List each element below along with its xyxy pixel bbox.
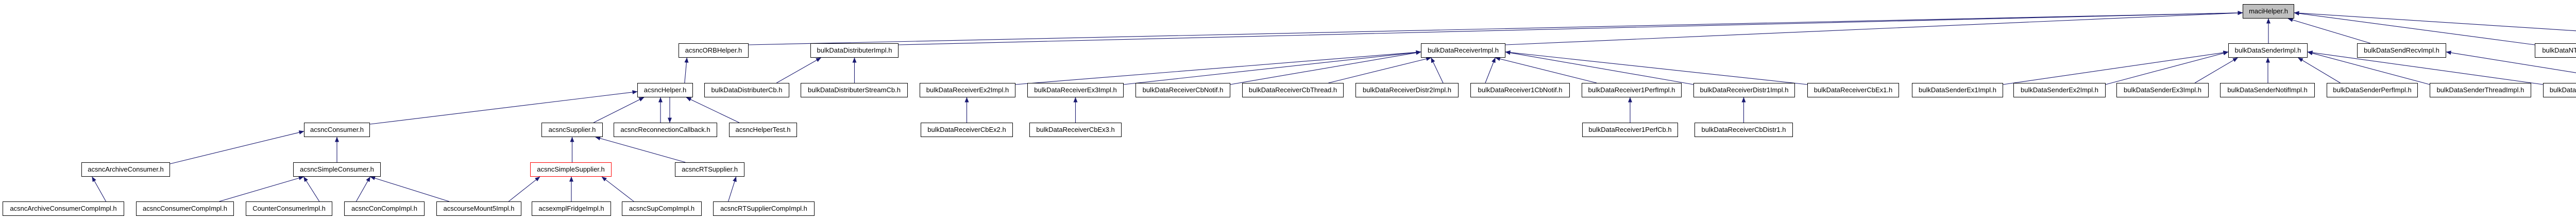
edge-bulkdatasenderthreadimpl-hto-bulkdatasenderimpl-h: [2307, 51, 2430, 85]
edge-bulkdatareceivercbnotif-hto-bulkdatareceiverimpl-h: [1230, 50, 1421, 85]
node-bulkdatareceivercbnotif-h[interactable]: bulkDataReceiverCbNotif.h: [1136, 83, 1230, 97]
node-bulkdatareceivercbex2-h[interactable]: bulkDataReceiverCbEx2.h: [921, 123, 1013, 137]
node-acsncsupplier-h[interactable]: acsncSupplier.h: [541, 123, 603, 137]
node-acsnchelper-h[interactable]: acsncHelper.h: [637, 83, 693, 97]
node-bulkdatasenderex3impl-h[interactable]: bulkDataSenderEx3Impl.h: [2116, 83, 2209, 97]
node-bulkdatasenderex1impl-h[interactable]: bulkDataSenderEx1Impl.h: [1912, 83, 2003, 97]
edge-bulkdatasenderperfimpl-hto-bulkdatasenderimpl-h: [2298, 57, 2341, 83]
edge-acsncarchiveconsumercompimpl-hto-acsncarchiveconsumer-h: [92, 176, 107, 202]
edge-bulkdatasenderex1impl-hto-bulkdatasenderimpl-h: [2003, 50, 2229, 85]
node-bulkdatareceiverdistr1impl-h[interactable]: bulkDataReceiverDistr1Impl.h: [1693, 83, 1795, 97]
edge-bulkdatareceivercbthread-hto-bulkdatareceiverimpl-h: [1328, 57, 1432, 83]
edge-bulkdatantreceiverimpl-hto-macihelper-h: [2294, 11, 2535, 45]
edge-acscoursemount5impl-hto-acsncsimplesupplier-h: [508, 176, 540, 202]
edge-acsnchelper-hto-acsncorbhelper-h: [684, 57, 689, 83]
node-bulkdatareceiverimpl-h[interactable]: bulkDataReceiverImpl.h: [1421, 43, 1505, 58]
edge-bulkdatareceivercbex1-hto-bulkdatareceiverimpl-h: [1505, 50, 1808, 85]
edge-bulkdatareceiverex3impl-hto-bulkdatareceiverimpl-h: [1123, 50, 1421, 85]
node-bulkdatareceivercbex3-h[interactable]: bulkDataReceiverCbEx3.h: [1029, 123, 1122, 137]
edge-bulkdatadistributerimpl-hto-macihelper-h: [898, 11, 2243, 45]
edge-acsncorbhelper-hto-macihelper-h: [748, 11, 2243, 45]
edge-acsncconsumercompimpl-hto-acsncsimpleconsumer-h: [219, 176, 304, 202]
node-counterconsumerimpl-h[interactable]: CounterConsumerImpl.h: [246, 201, 332, 216]
edge-acsncconsumer-hto-acsnchelper-h: [369, 90, 638, 125]
node-acscoursemount5impl-h[interactable]: acscourseMount5Impl.h: [436, 201, 521, 216]
node-acsncreconnectioncallback-h[interactable]: acsncReconnectionCallback.h: [614, 123, 717, 137]
node-bulkdatareceiverdistr2impl-h[interactable]: bulkDataReceiverDistr2Impl.h: [1355, 83, 1459, 97]
edge-bulkdatasenderex2impl-hto-bulkdatasenderimpl-h: [2105, 51, 2229, 85]
node-bulkdatareceiver1perfimpl-h[interactable]: bulkDataReceiver1PerfImpl.h: [1582, 83, 1682, 97]
edge-bulkdatasendrecvimpl-hto-macihelper-h: [2287, 18, 2371, 44]
node-acsncarchiveconsumercompimpl-h[interactable]: acsncArchiveConsumerCompImpl.h: [3, 201, 124, 216]
node-bulkdatadistributerstreamcb-h[interactable]: bulkDataDistributerStreamCb.h: [801, 83, 908, 97]
node-acsncorbhelper-h[interactable]: acsncORBHelper.h: [679, 43, 749, 58]
edge-bulkdatareceiverimpl-hto-macihelper-h: [1505, 11, 2243, 45]
node-bulkdatareceiver1perfcb-h[interactable]: bulkDataReceiver1PerfCb.h: [1582, 123, 1678, 137]
node-bulkdatasenderdistrimpl-h[interactable]: bulkDataSenderDistrImpl.h: [2543, 83, 2576, 97]
edge-acsnchelpertest-hto-acsnchelper-h: [686, 97, 740, 123]
edge-bulkdatantsenderimpl-hto-macihelper-h: [2294, 11, 2576, 31]
edge-bulkdatasenderex3impl-hto-bulkdatasenderimpl-h: [2194, 57, 2238, 83]
edge-bulkdatadistributercb-hto-bulkdatadistributerimpl-h: [776, 57, 821, 83]
node-bulkdatasenderex2impl-h[interactable]: bulkDataSenderEx2Impl.h: [2013, 83, 2106, 97]
edge-bulkdatareceiverdistr1impl-hto-bulkdatareceiverimpl-h: [1505, 50, 1694, 85]
node-bulkdatasendernotifimpl-h[interactable]: bulkDataSenderNotifImpl.h: [2220, 83, 2315, 97]
edge-bulkdatasenderdistrimpl-hto-bulkdatasenderimpl-h: [2307, 50, 2544, 85]
node-acsncsupcompimpl-h[interactable]: acsncSupCompImpl.h: [622, 201, 702, 216]
node-bulkdatasenderthreadimpl-h[interactable]: bulkDataSenderThreadImpl.h: [2430, 83, 2531, 97]
edge-acsncsupplier-hto-acsnchelper-h: [593, 97, 645, 123]
edge-acsncrtsuppliercompimpl-hto-acsncrtsupplier-h: [728, 176, 737, 202]
node-acsnchelpertest-h[interactable]: acsncHelperTest.h: [729, 123, 797, 137]
node-macihelper-h[interactable]: maciHelper.h: [2243, 4, 2294, 19]
node-bulkdatareceiverex3impl-h[interactable]: bulkDataReceiverEx3Impl.h: [1027, 83, 1124, 97]
node-bulkdatasendrecvimpl-h[interactable]: bulkDataSendRecvImpl.h: [2357, 43, 2446, 58]
node-acsncconcompimpl-h[interactable]: acsncConCompImpl.h: [344, 201, 425, 216]
node-bulkdatadistributerimpl-h[interactable]: bulkDataDistributerImpl.h: [810, 43, 899, 58]
node-acsexmplfridgeimpl-h[interactable]: acsexmplFridgeImpl.h: [532, 201, 611, 216]
edge-acsncconcompimpl-hto-acsncsimpleconsumer-h: [355, 176, 371, 202]
edge-counterconsumerimpl-hto-acsncsimpleconsumer-h: [303, 176, 320, 202]
edge-acscoursemount5impl-hto-acsncsimpleconsumer-h: [370, 176, 449, 202]
node-acsncarchiveconsumer-h[interactable]: acsncArchiveConsumer.h: [81, 162, 170, 177]
node-bulkdatareceiver1cbnotif-h[interactable]: bulkDataReceiver1CbNotif.h: [1470, 83, 1570, 97]
node-bulkdatareceiverex2impl-h[interactable]: bulkDataReceiverEx2Impl.h: [920, 83, 1015, 97]
node-acsncrtsupplier-h[interactable]: acsncRTSupplier.h: [675, 162, 744, 177]
node-bulkdatadistributercb-h[interactable]: bulkDataDistributerCb.h: [704, 83, 789, 97]
node-bulkdatasenderperfimpl-h[interactable]: bulkDataSenderPerfImpl.h: [2327, 83, 2418, 97]
node-acsncsimplesupplier-h[interactable]: acsncSimpleSupplier.h: [530, 162, 612, 177]
edge-acsncrtsupplier-hto-acsncsupplier-h: [595, 136, 686, 163]
node-bulkdatasenderimpl-h[interactable]: bulkDataSenderImpl.h: [2228, 43, 2308, 58]
node-bulkdatantreceiverimpl-h[interactable]: bulkDataNTReceiverImpl.h: [2535, 43, 2576, 58]
node-acsncconsumercompimpl-h[interactable]: acsncConsumerCompImpl.h: [136, 201, 234, 216]
node-bulkdatareceivercbex1-h[interactable]: bulkDataReceiverCbEx1.h: [1807, 83, 1899, 97]
node-acsncrtsuppliercompimpl-h[interactable]: acsncRTSupplierCompImpl.h: [713, 201, 815, 216]
edge-acsncarchiveconsumer-hto-acsncconsumer-h: [170, 130, 304, 164]
node-acsncsimpleconsumer-h[interactable]: acsncSimpleConsumer.h: [293, 162, 381, 177]
edge-bulkdatareceiverex2impl-hto-bulkdatareceiverimpl-h: [1015, 50, 1421, 85]
edge-bulkdatasendrecvcb-hto-bulkdatasendrecvimpl-h: [2446, 50, 2576, 73]
node-acsncconsumer-h[interactable]: acsncConsumer.h: [304, 123, 370, 137]
edge-acsncsupcompimpl-hto-acsncsimplesupplier-h: [601, 176, 634, 202]
node-bulkdatareceivercbdistr1-h[interactable]: bulkDataReceiverCbDistr1.h: [1694, 123, 1793, 137]
edge-bulkdatareceiver1cbnotif-hto-bulkdatareceiverimpl-h: [1485, 57, 1496, 83]
edge-bulkdatareceiverdistr2impl-hto-bulkdatareceiverimpl-h: [1431, 57, 1444, 83]
node-bulkdatareceivercbthread-h[interactable]: bulkDataReceiverCbThread.h: [1242, 83, 1344, 97]
edge-bulkdatareceiver1perfimpl-hto-bulkdatareceiverimpl-h: [1495, 57, 1597, 83]
